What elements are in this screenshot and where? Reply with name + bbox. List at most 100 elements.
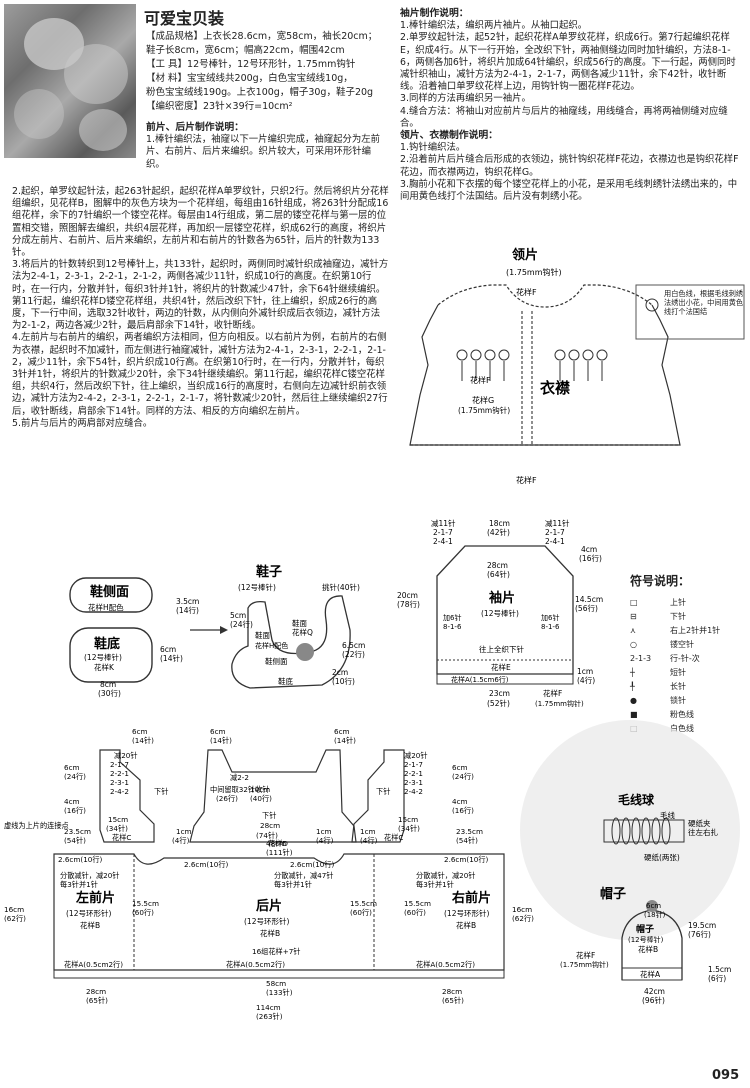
symbol-glyph: ╀ (630, 681, 635, 691)
body-label: 48cm (266, 839, 286, 848)
instruction-paragraph: 1.钩针编织法。 (400, 142, 466, 154)
shoe-label: (12号棒针) (238, 582, 276, 592)
hat-label: 花样F (576, 950, 595, 960)
sleeve-label: 往上全织下针 (479, 644, 524, 654)
sleeve-title: 袖片 (489, 590, 515, 606)
shoe-label: 鞋面 (255, 630, 270, 640)
body-label: 23.5cm (456, 827, 483, 836)
symbol-label: 白色线 (670, 723, 694, 733)
shoe-side-piece (69, 577, 153, 613)
shoe-label: 花样K (94, 662, 115, 672)
spec-line: 【工 具】12号棒针，12号环形针，1.75mm钩针 (146, 59, 356, 70)
body-label: (133针) (266, 988, 293, 997)
body-label: 2.6cm(10行) (444, 855, 489, 864)
section-title: 领片、衣襟制作说明： (400, 130, 498, 142)
pompom-dot (646, 900, 658, 912)
symbol-row: ┼短针 (630, 665, 745, 679)
pompom-dot (296, 643, 314, 661)
collar-label: 花样F (516, 287, 537, 297)
product-photo (4, 4, 136, 158)
symbol-row: ⊟下针 (630, 609, 745, 623)
symbol-label: 行-针-次 (670, 653, 700, 663)
symbol-label: 粉色线 (670, 709, 694, 719)
body-label: (4行) (360, 836, 378, 845)
body-label: (65针) (442, 996, 464, 1005)
body-label: 4cm (452, 797, 468, 806)
body-label: 2-1-7 (110, 760, 129, 769)
body-label: 28cm (86, 987, 106, 996)
body-label: 2-1-7 (404, 760, 423, 769)
neckline (437, 284, 653, 308)
shoe-label: 花样H配色 (88, 602, 124, 612)
hat-label: 42cm (644, 987, 665, 996)
hat-label: 19.5cm (688, 921, 716, 930)
spec-line: 【编织密度】23针×39行=10cm² (146, 101, 293, 112)
shoe-label: 6.5cm (342, 641, 365, 650)
instruction-paragraph: 2.起织，单罗纹起针法，起263针起织，起织花样A单罗纹针，只织2行。然后将织片… (12, 186, 389, 259)
hem-band (53, 969, 505, 979)
arrow-head (220, 626, 228, 634)
pompom-label: 毛线 (660, 810, 675, 820)
sleeve-diagram: 减11针 2-1-7 2-4-1 18cm (42针) 减11针 2-1-7 2… (397, 518, 603, 708)
body-label: (54针) (64, 836, 86, 845)
body-label: 16cm (512, 905, 532, 914)
shoe-label: (12号棒针) (84, 652, 122, 662)
left-front-upper (99, 749, 155, 843)
body-label: (263针) (256, 1012, 283, 1021)
body-label: (60行) (132, 908, 154, 917)
body-label: 16cm (4, 905, 24, 914)
collar-label: (1.75mm钩针) (458, 405, 510, 415)
sleeve-label: 2-1-7 (545, 528, 565, 537)
symbol-glyph: 2-1-3 (630, 653, 652, 663)
hat-label: (18针) (644, 910, 666, 919)
sleeve-label: 加6针 (443, 613, 461, 622)
shoe-label: 6cm (160, 645, 176, 654)
sleeve-label: 2-4-1 (545, 537, 565, 546)
back-pattern: 花样B (260, 928, 280, 938)
collar-label: 花样F (516, 475, 537, 485)
shoe-label: (22行) (342, 649, 365, 659)
pompom-label: 往左右扎 (688, 827, 718, 837)
shoe-sole-piece (69, 627, 153, 683)
body-label: 花样A(0.5cm2行) (226, 960, 285, 969)
body-label: 下针 (376, 787, 390, 796)
instruction-paragraph: 2.单罗纹起针法，起52针，起织花样A单罗纹花样，织成6行。第7行起编织花样E，… (400, 32, 736, 93)
body-label: 1cm (316, 827, 332, 836)
sleeve-label: 2-1-7 (433, 528, 453, 537)
body-label: 6cm (64, 763, 80, 772)
front-back-instructions-head: 前片、后片制作说明： 1.棒针编织法，袖窿以下一片编织完成，袖窿起分为左前片、右… (146, 122, 389, 171)
body-label: (16行) (64, 806, 86, 815)
symbol-row: ○镂空针 (630, 637, 745, 651)
symbol-glyph: ■ (630, 709, 638, 719)
symbol-label: 下针 (670, 611, 686, 621)
body-label: 分散减针，减47针 (274, 871, 333, 880)
body-label: 分散减针，减20针 (416, 871, 475, 880)
body-label: 下针 (262, 811, 276, 820)
back-title: 后片 (256, 898, 282, 914)
placket-label: 衣襟 (540, 379, 570, 397)
sleeve-label: (16行) (579, 553, 602, 563)
body-label: 114cm (256, 1003, 281, 1012)
back-needle: (12号环形针) (244, 916, 289, 926)
body-label: (4行) (316, 836, 334, 845)
hat-label: 花样A (640, 969, 661, 979)
sleeve-label: 花样E (491, 662, 511, 672)
sleeve-label: (78行) (397, 599, 420, 609)
sleeve-label: 4cm (581, 545, 597, 554)
body-label: 花样A(0.5cm2行) (416, 960, 475, 969)
body-label: (62行) (4, 914, 26, 923)
sleeve-label: 28cm (487, 561, 508, 570)
body-label: 2.6cm(10行) (290, 860, 335, 869)
body-label: 15.5cm (132, 899, 159, 908)
body-label: (24行) (64, 772, 86, 781)
body-label: 15.5cm (404, 899, 431, 908)
shoe-label: (14行) (176, 605, 199, 615)
body-label: 花样A(0.5cm2行) (64, 960, 123, 969)
collar-title: 领片 (512, 247, 538, 263)
symbol-glyph: ● (630, 695, 637, 705)
body-label: 虚线为上片的连接点 (4, 821, 69, 830)
sleeve-label: 8-1-6 (443, 623, 462, 631)
hat-label: (76行) (688, 929, 711, 939)
